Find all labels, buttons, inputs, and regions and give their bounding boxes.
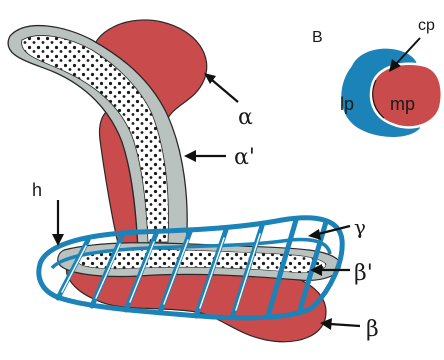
label-alpha-prime: α' [234,145,255,170]
panel-b-pointer-label: cp [418,17,435,34]
label-alpha: α [238,105,253,130]
label-h: h [32,180,42,200]
alpha-arrow [204,73,238,102]
beta-prime-subunit [58,243,341,281]
mp-label: mp [390,94,415,114]
label-beta-prime: β' [354,261,373,286]
h-arrow [52,200,64,246]
alpha-prime-arrow [184,150,226,162]
panel-b: B cp lp mp [312,17,442,137]
panel-b-label: B [312,29,323,46]
beta-arrow [320,318,360,330]
label-gamma: γ [354,215,366,239]
lp-label: lp [340,94,354,114]
label-beta: β [366,317,379,342]
